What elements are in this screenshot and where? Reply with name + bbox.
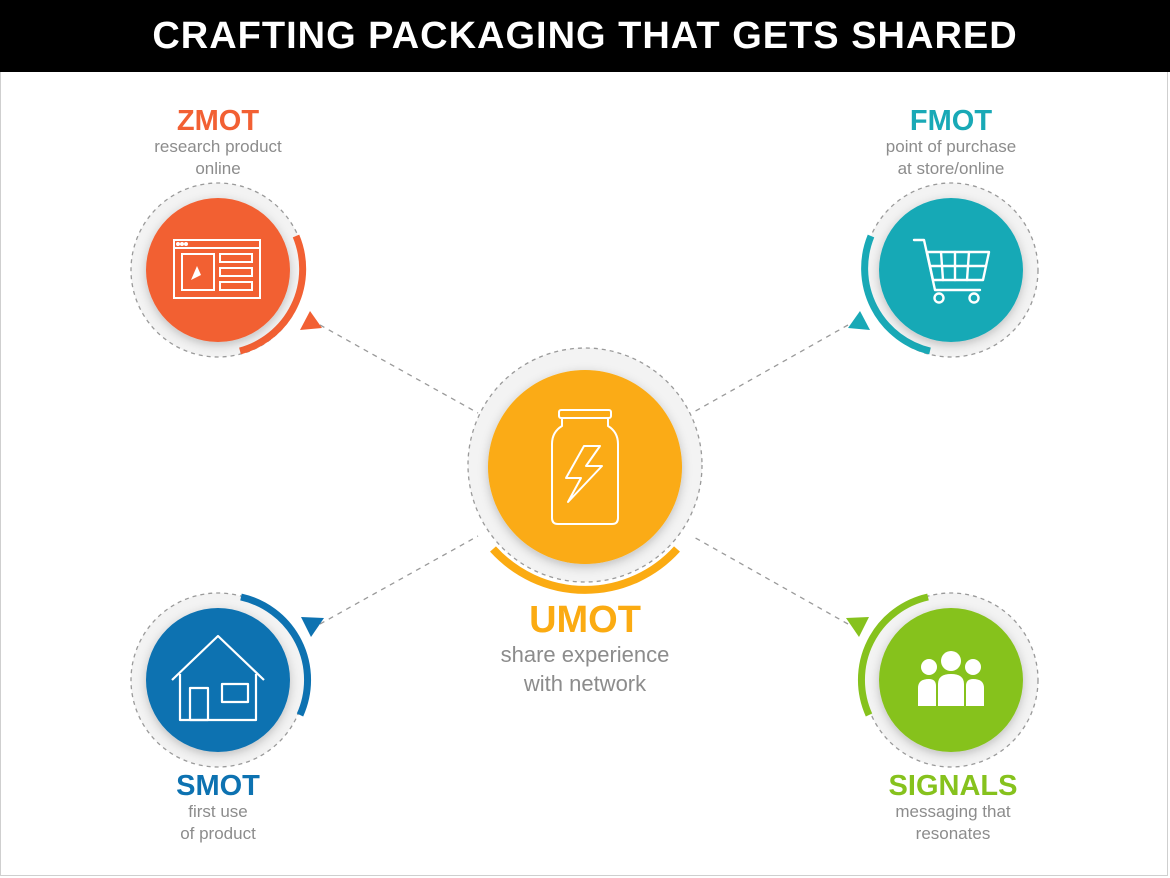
zmot-arrow-icon <box>300 311 322 330</box>
zmot-progress-arc <box>239 234 307 355</box>
smot-heading: SMOT <box>176 770 260 802</box>
signals-description-line1: messaging that <box>895 802 1011 821</box>
signals-heading: SIGNALS <box>888 770 1018 802</box>
shopping-cart-icon <box>912 238 991 304</box>
smot-progress-arc <box>240 593 312 717</box>
house-icon <box>171 634 265 722</box>
smot-label-group: SMOT first use of product <box>98 771 338 845</box>
smot-description-line2: of product <box>180 824 256 843</box>
browser-window-icon <box>173 239 261 299</box>
zmot-heading: ZMOT <box>176 105 260 137</box>
signals-node <box>846 592 1039 768</box>
signals-description-line2: resonates <box>915 824 991 843</box>
signals-label-group: SIGNALS messaging that resonates <box>833 771 1073 845</box>
smot-node <box>130 592 324 768</box>
energy-drink-jar-icon <box>551 409 619 525</box>
smot-circle <box>146 608 290 752</box>
zmot-circle <box>146 198 290 342</box>
umot-description-line1: share experience <box>500 642 670 667</box>
zmot-node <box>130 182 322 358</box>
fmot-node <box>848 182 1039 358</box>
fmot-circle <box>879 198 1023 342</box>
zmot-label-group: ZMOT research product online <box>98 106 338 180</box>
fmot-description-line1: point of purchase <box>885 137 1017 156</box>
connectors <box>319 324 849 625</box>
umot-heading: UMOT <box>529 599 641 641</box>
fmot-label-group: FMOT point of purchase at store/online <box>831 106 1071 180</box>
connector-fmot <box>691 324 849 414</box>
fmot-heading: FMOT <box>909 105 993 137</box>
signals-progress-arc <box>857 593 929 717</box>
title-banner: CRAFTING PACKAGING THAT GETS SHARED <box>0 0 1170 72</box>
umot-node <box>467 347 703 594</box>
connector-zmot <box>319 324 479 414</box>
smot-description-line1: first use <box>188 802 248 821</box>
fmot-progress-arc <box>861 234 931 355</box>
zmot-description-line1: research product <box>154 137 282 156</box>
zmot-description-line2: online <box>195 159 241 178</box>
umot-description-line2: with network <box>523 671 647 696</box>
page-title: CRAFTING PACKAGING THAT GETS SHARED <box>152 14 1018 57</box>
umot-label-group: UMOT share experience with network <box>435 600 735 698</box>
smot-arrow-icon <box>301 617 324 637</box>
group-people-icon <box>918 651 984 706</box>
umot-circle <box>488 370 682 564</box>
signals-arrow-icon <box>846 617 869 637</box>
umot-progress-arc <box>490 546 680 594</box>
connector-smot <box>319 535 479 625</box>
fmot-arrow-icon <box>848 311 870 330</box>
fmot-description-line2: at store/online <box>897 159 1005 178</box>
